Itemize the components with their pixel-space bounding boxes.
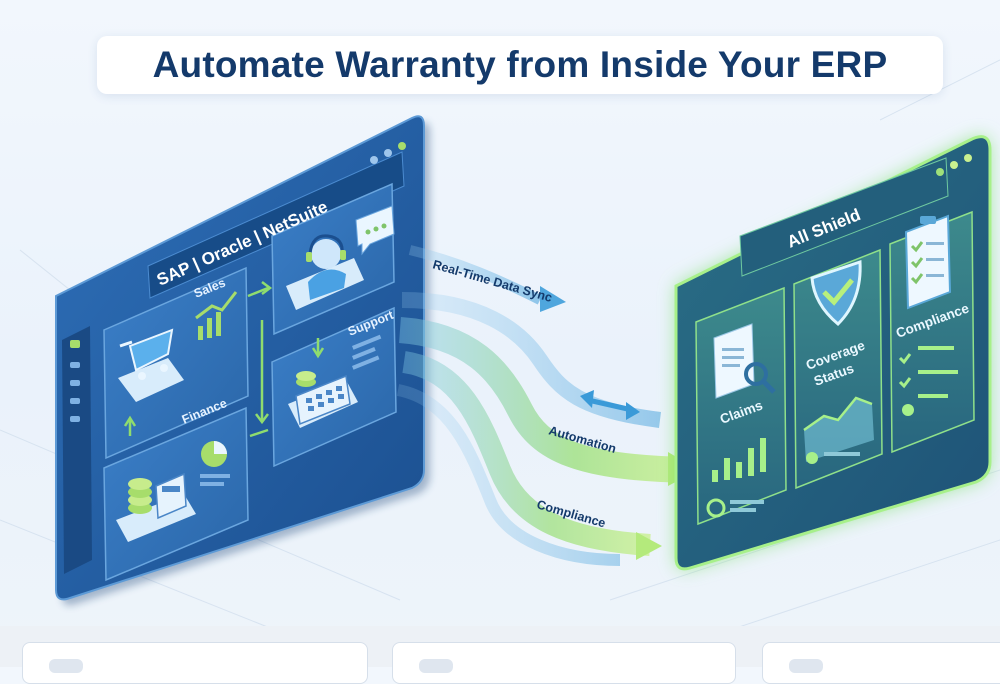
erp-text-lines	[352, 334, 382, 370]
page-title: Automate Warranty from Inside Your ERP	[152, 44, 888, 85]
flow-streams	[396, 245, 698, 566]
claims-progress-ring	[706, 498, 764, 518]
clipboard-checklist-icon	[904, 214, 952, 310]
diagram-stage: Real-Time Data Sync Automation Complianc…	[0, 36, 1000, 684]
diagram-canvas: Real-Time Data Sync Automation Complianc…	[0, 59, 1000, 641]
calculator-icon	[288, 371, 358, 428]
headset-agent-icon	[286, 234, 364, 310]
shopping-cart-icon	[118, 328, 184, 402]
title-banner: Automate Warranty from Inside Your ERP	[97, 36, 943, 94]
pie-chart-icon	[200, 441, 230, 486]
compliance-checklist-lines	[898, 346, 958, 416]
growth-chart-icon	[195, 291, 238, 340]
feature-card-icon	[789, 659, 823, 673]
feature-card-icon	[419, 659, 453, 673]
coin-stack-icon	[116, 472, 196, 542]
feature-card-icon	[49, 659, 83, 673]
chat-bubble-icon	[355, 205, 395, 256]
feature-card-1[interactable]	[22, 642, 368, 684]
feature-card-3[interactable]	[762, 642, 1000, 684]
feature-card-2[interactable]	[392, 642, 736, 684]
document-search-icon	[713, 323, 776, 399]
shield-check-icon	[810, 259, 862, 327]
claims-bar-chart	[712, 438, 766, 482]
coverage-area-chart	[803, 396, 874, 464]
